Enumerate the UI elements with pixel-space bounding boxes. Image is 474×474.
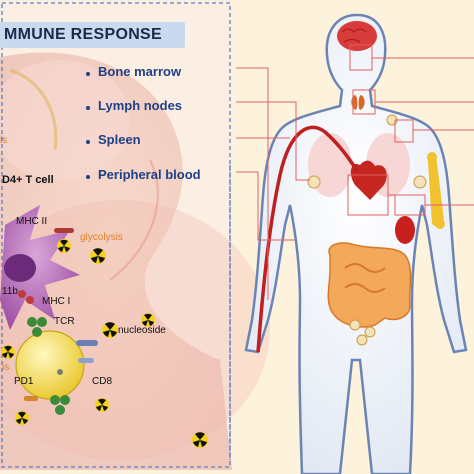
label-cd4-t-cell: D4+ T cell: [2, 174, 54, 186]
bullet-icon: [86, 106, 90, 110]
label-mhc-i: MHC I: [42, 296, 71, 307]
label-pd1: PD1: [14, 376, 34, 387]
label-tcr: TCR: [54, 316, 75, 327]
catheter-line: [256, 125, 360, 353]
label-glycolysis: glycolysis: [80, 232, 123, 243]
radiation-icons: [1, 239, 208, 448]
organ-label-lymph-nodes: Lymph nodes: [98, 98, 183, 113]
label-is-fragment: is: [2, 362, 10, 373]
bullet-icon: [86, 140, 90, 144]
label-cd11b: 11b: [2, 286, 18, 297]
receptors: [18, 228, 98, 415]
label-cd8: CD8: [92, 376, 113, 387]
label-ls-fragment: ls: [0, 135, 8, 146]
page-title: MMUNE RESPONSE: [4, 26, 162, 43]
organ-label-peripheral-blood: Peripheral blood: [98, 167, 201, 182]
label-nucleoside: nucleoside: [118, 325, 166, 336]
bullet-icon: [86, 72, 90, 76]
t-cell: [15, 330, 85, 400]
connector-lines: [236, 44, 474, 300]
organ-label-spleen: Spleen: [98, 132, 141, 147]
dendritic-cell: [0, 205, 80, 330]
left-panel-border: [1, 2, 231, 468]
bullet-icon: [86, 175, 90, 179]
organ-label-bone-marrow: Bone marrow: [98, 64, 182, 79]
title-box: MMUNE RESPONSE: [0, 22, 185, 48]
label-mhc-ii: MHC II: [16, 216, 48, 227]
